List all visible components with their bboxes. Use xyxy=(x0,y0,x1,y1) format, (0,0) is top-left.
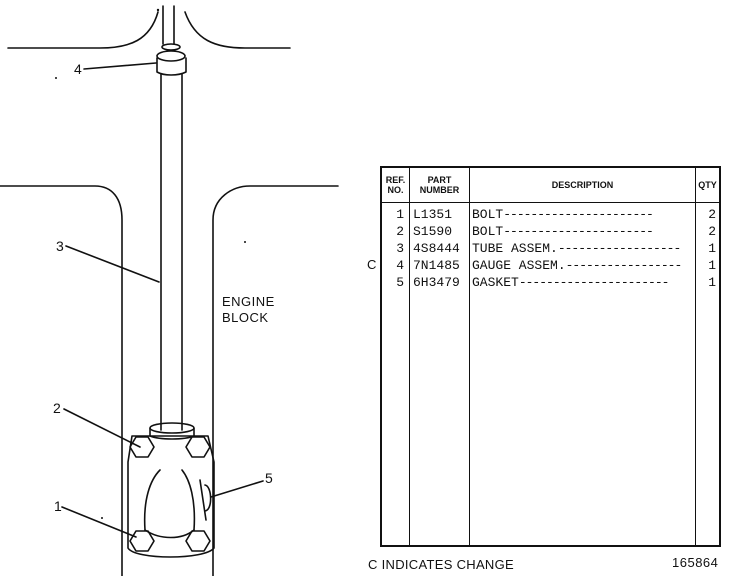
change-note: C INDICATES CHANGE xyxy=(368,557,515,572)
table-row: 4 7N1485 GAUGE ASSEM.----------------- 1 xyxy=(382,257,719,274)
part-number: 4S8444 xyxy=(413,241,460,256)
description-text: BOLT xyxy=(472,207,504,222)
callout-3: 3 xyxy=(56,238,64,254)
ref-number: 1 xyxy=(396,207,404,222)
table-row: 5 6H3479 GASKET---------------------- 1 xyxy=(382,274,719,291)
column-divider xyxy=(409,168,410,545)
header-ref-line2: NO. xyxy=(387,185,404,195)
leader-dashes: ------------------ xyxy=(557,241,681,256)
table-row: 2 S1590 BOLT---------------------- 2 xyxy=(382,223,719,240)
bolt-head-top-left xyxy=(129,436,155,458)
leader-dashes: ---------------------- xyxy=(503,224,654,239)
column-divider xyxy=(469,168,470,545)
part-number: 6H3479 xyxy=(413,275,460,290)
engine-block-label-line1: ENGINE xyxy=(222,294,275,309)
gasket xyxy=(204,484,212,512)
header-ref-line1: REF. xyxy=(385,175,406,185)
dipstick-illustration xyxy=(0,5,339,576)
bolt-head-bottom-left xyxy=(129,530,155,552)
tube xyxy=(160,73,183,431)
header-divider xyxy=(382,202,719,203)
part-number: 7N1485 xyxy=(413,258,460,273)
callout-1: 1 xyxy=(54,498,62,514)
parts-table: REF. NO. PART NUMBER DESCRIPTION QTY 1 L1… xyxy=(380,166,721,547)
callout-4: 4 xyxy=(74,61,82,77)
part-number: L1351 xyxy=(413,207,453,222)
change-indicator: C xyxy=(367,257,377,272)
description: BOLT---------------------- xyxy=(472,223,697,240)
quantity: 1 xyxy=(708,275,716,290)
ref-number: 3 xyxy=(396,241,404,256)
header-ref-no: REF. NO. xyxy=(382,168,409,202)
illustration-number: 165864 xyxy=(672,555,719,570)
header-part-number: PART NUMBER xyxy=(410,168,469,202)
quantity: 2 xyxy=(708,207,716,222)
engine-block-outline xyxy=(0,185,123,576)
description: BOLT---------------------- xyxy=(472,206,697,223)
ref-number: 2 xyxy=(396,224,404,239)
description: GASKET---------------------- xyxy=(472,274,697,291)
leader-dashes: ---------------------- xyxy=(518,275,670,290)
bolt-head-top-right xyxy=(185,436,211,458)
quantity: 1 xyxy=(708,241,716,256)
header-part-line1: PART xyxy=(427,175,452,185)
description-text: GAUGE ASSEM. xyxy=(472,258,566,273)
description: GAUGE ASSEM.----------------- xyxy=(472,257,697,274)
upper-casting-outline xyxy=(7,11,159,49)
part-number: S1590 xyxy=(413,224,453,239)
description-text: GASKET xyxy=(472,275,519,290)
header-part-line2: NUMBER xyxy=(419,185,460,195)
description: TUBE ASSEM.------------------ xyxy=(472,240,697,257)
quantity: 2 xyxy=(708,224,716,239)
quantity: 1 xyxy=(708,258,716,273)
gauge-cap xyxy=(156,57,187,76)
callout-2: 2 xyxy=(53,400,61,416)
header-qty: QTY xyxy=(698,180,717,190)
ref-number: 5 xyxy=(396,275,404,290)
leader-dashes: ----------------- xyxy=(565,258,683,273)
table-row: 1 L1351 BOLT---------------------- 2 xyxy=(382,206,719,223)
description-text: BOLT xyxy=(472,224,504,239)
engine-block-label-line2: BLOCK xyxy=(222,310,269,325)
engine-block-label: ENGINE BLOCK xyxy=(222,294,275,326)
header-description: DESCRIPTION xyxy=(551,180,614,190)
table-row: 3 4S8444 TUBE ASSEM.------------------ 1 xyxy=(382,240,719,257)
description-text: TUBE ASSEM. xyxy=(472,241,558,256)
leader-dashes: ---------------------- xyxy=(503,207,654,222)
callout-5: 5 xyxy=(265,470,273,486)
ref-number: 4 xyxy=(396,258,404,273)
housing xyxy=(127,435,215,558)
column-divider xyxy=(695,168,696,545)
bolt-head-bottom-right xyxy=(185,530,211,552)
